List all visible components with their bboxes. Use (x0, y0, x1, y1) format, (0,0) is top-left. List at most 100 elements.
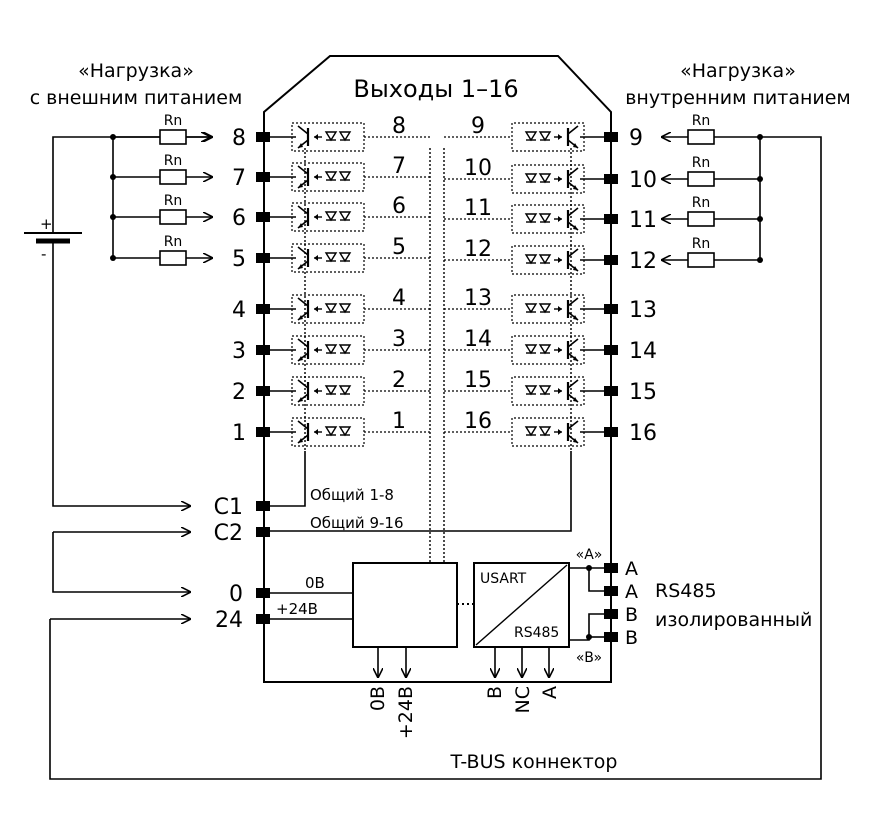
channel-number: 5 (392, 235, 406, 260)
resistor-label: Rn (692, 195, 711, 211)
right-load-resistor: Rn (662, 113, 763, 145)
pin-0: 0 (229, 582, 243, 607)
terminal (604, 214, 618, 224)
output-pin-label: 1 (232, 421, 246, 446)
terminal (256, 345, 270, 355)
resistor-label: Rn (692, 113, 711, 129)
terminal (604, 386, 618, 396)
output-channel-right: 10 10 (444, 156, 657, 194)
right-load-title: «Нагрузка» (680, 60, 796, 82)
tbus-pin-a: A (539, 686, 561, 699)
channel-number: 7 (392, 154, 406, 179)
quote-b: «B» (576, 650, 602, 666)
terminal (604, 132, 618, 142)
output-pin-label: 7 (232, 166, 246, 191)
external-power-wiring (52, 137, 210, 506)
terminal (604, 255, 618, 265)
tbus-pin-24v: +24В (395, 686, 417, 739)
right-load-resistor: Rn (662, 155, 763, 187)
rs485-wiring (569, 567, 605, 641)
rs485-inner-label: RS485 (514, 625, 559, 641)
terminal (256, 212, 270, 222)
channel-number: 6 (392, 194, 406, 219)
power-24v-label: +24В (276, 600, 318, 618)
output-pin-label: 15 (629, 380, 657, 405)
channel-number: 2 (392, 368, 406, 393)
converter-out-arrows (495, 647, 549, 677)
terminal (256, 386, 270, 396)
channel-number: 16 (464, 409, 492, 434)
module-outline (263, 55, 612, 683)
left-load-resistor: Rn (110, 234, 212, 266)
usart-rs485-converter: USART RS485 (473, 562, 570, 648)
quote-a: «A» (576, 547, 603, 563)
pin-a1: A (625, 558, 638, 580)
common-1-8-label: Общий 1-8 (310, 486, 394, 504)
left-load-resistor: Rn (110, 153, 212, 185)
terminal (604, 345, 618, 355)
channel-number: 12 (464, 237, 492, 262)
common-wiring (49, 136, 822, 780)
channel-number: 13 (464, 286, 492, 311)
output-pin-label: 9 (629, 126, 643, 151)
left-load-resistor: Rn (110, 193, 212, 225)
pin-c2: C2 (214, 521, 243, 546)
output-pin-label: 8 (232, 126, 246, 151)
module-title: Выходы 1–16 (353, 75, 518, 103)
resistor-label: Rn (164, 193, 183, 209)
pin-c1: C1 (214, 495, 243, 520)
common-9-16-label: Общий 9-16 (310, 514, 404, 532)
channel-number: 15 (464, 368, 492, 393)
output-pin-label: 6 (232, 206, 246, 231)
resistor-label: Rn (692, 155, 711, 171)
resistor-label: Rn (164, 113, 183, 129)
junction-b (586, 634, 592, 640)
terminal (604, 174, 618, 184)
left-load-resistor: Rn (110, 113, 212, 145)
channel-number: 3 (392, 327, 406, 352)
terminal (604, 427, 618, 437)
pin-b1: B (625, 604, 638, 626)
output-pin-label: 14 (629, 339, 657, 364)
terminal (256, 253, 270, 263)
terminal (604, 304, 618, 314)
output-pin-label: 16 (629, 421, 657, 446)
rs485-subtitle: изолированный (655, 609, 812, 631)
power-wiring (50, 592, 353, 619)
channel-number: 11 (464, 196, 492, 221)
output-pin-label: 5 (232, 247, 246, 272)
terminal (256, 304, 270, 314)
terminal (256, 427, 270, 437)
resistor-label: Rn (692, 236, 711, 252)
right-load-resistor: Rn (662, 236, 763, 268)
terminal (256, 172, 270, 182)
output-pin-label: 10 (629, 168, 657, 193)
output-pin-label: 3 (232, 339, 246, 364)
rs485-title: RS485 (655, 580, 717, 602)
output-pin-label: 4 (232, 298, 246, 323)
channel-number: 1 (392, 409, 406, 434)
power-supply-block (352, 562, 458, 648)
left-load-subtitle: с внешним питанием (30, 87, 243, 109)
terminal (256, 132, 270, 142)
battery-plus: + (40, 215, 53, 233)
battery-minus: - (41, 245, 46, 263)
right-load-subtitle: внутренним питанием (625, 87, 851, 109)
rs485-terminals (604, 563, 618, 642)
tbus-label: T-BUS коннектор (450, 751, 618, 773)
channel-number: 10 (464, 156, 492, 181)
usart-label: USART (480, 571, 527, 587)
